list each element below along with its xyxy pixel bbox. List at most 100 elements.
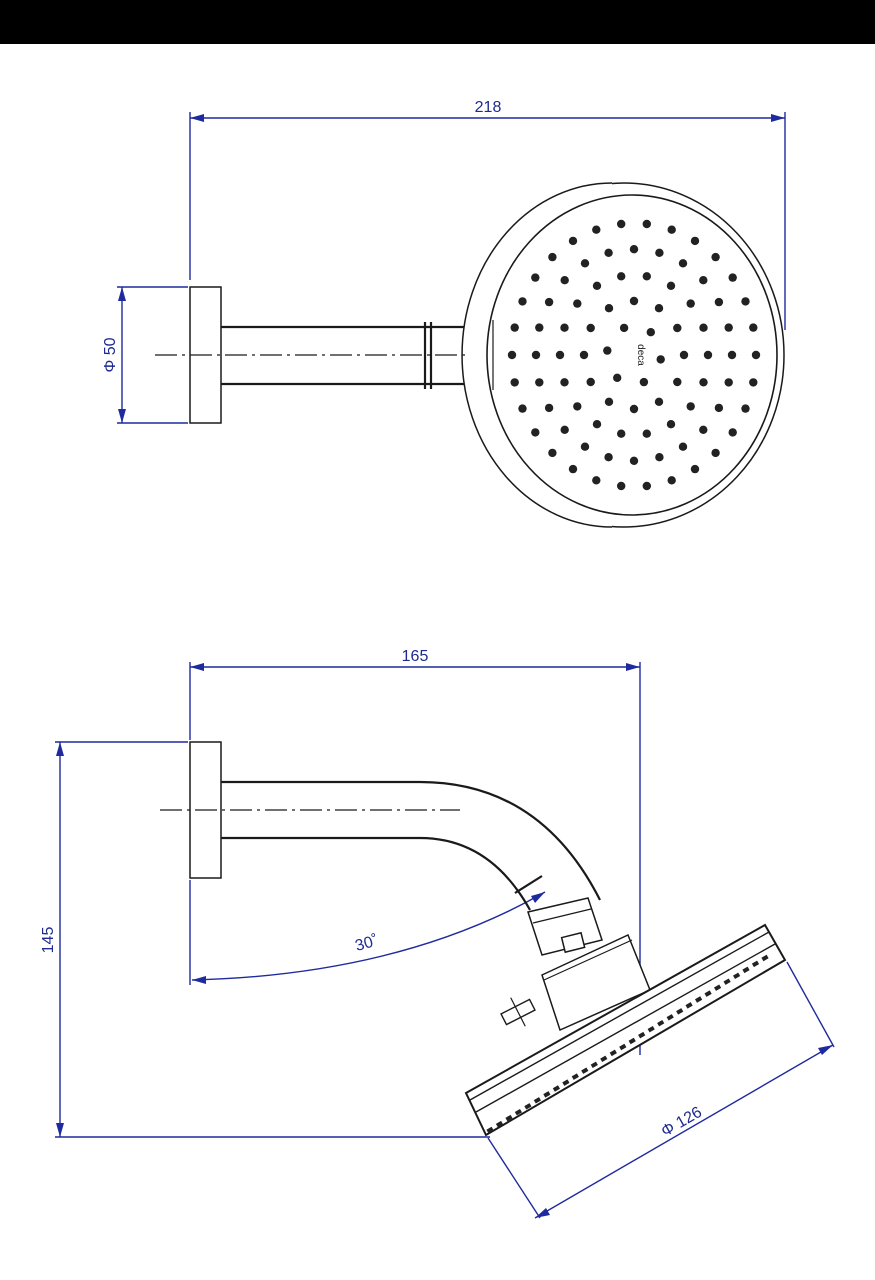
dimension-label-165: 165 bbox=[402, 648, 429, 665]
dimension-label-diameter-50: Φ 50 bbox=[102, 337, 119, 372]
nozzle-dot bbox=[510, 378, 519, 387]
nozzle-dot bbox=[604, 248, 613, 257]
arrowhead bbox=[118, 287, 126, 301]
arrowhead bbox=[192, 976, 206, 984]
arrowhead bbox=[531, 892, 545, 903]
side-nozzle bbox=[600, 1055, 608, 1063]
arrowhead bbox=[190, 663, 204, 671]
nozzle-dot bbox=[573, 402, 582, 411]
arrowhead bbox=[56, 1123, 64, 1137]
nozzle-dot bbox=[629, 296, 639, 306]
nozzle-dot bbox=[560, 378, 569, 387]
side-nozzle bbox=[486, 1126, 494, 1134]
nozzle-dot bbox=[573, 299, 582, 308]
nozzle-dot bbox=[639, 377, 649, 387]
side-nozzle bbox=[704, 990, 712, 997]
nozzle-dot bbox=[642, 219, 651, 229]
nozzle-dot bbox=[560, 425, 569, 434]
side-nozzle bbox=[638, 1031, 646, 1039]
plate-edge-line bbox=[475, 943, 776, 1113]
side-view: 165 145 30˚ bbox=[40, 648, 835, 1219]
nozzle-dot bbox=[535, 323, 544, 332]
nozzle-dot bbox=[714, 403, 724, 413]
angle-label-30: 30˚ bbox=[353, 932, 380, 955]
nozzle-dot bbox=[711, 448, 720, 458]
nozzle-dot bbox=[580, 259, 590, 268]
side-nozzle bbox=[514, 1108, 522, 1116]
nozzle-dot bbox=[666, 281, 676, 290]
nozzle-dot bbox=[613, 373, 622, 382]
side-nozzle bbox=[685, 1002, 693, 1009]
nozzle-dot bbox=[714, 297, 724, 307]
nozzle-dot bbox=[586, 377, 595, 387]
side-nozzle bbox=[647, 1025, 655, 1033]
side-nozzle bbox=[742, 966, 750, 974]
nozzle-dot bbox=[619, 323, 629, 333]
arrowhead bbox=[190, 114, 204, 122]
nozzle-dot bbox=[699, 425, 708, 434]
dimension-label-diameter-126: Φ 126 bbox=[658, 1104, 705, 1141]
nozzle-dot bbox=[568, 236, 578, 246]
side-nozzle bbox=[676, 1008, 684, 1015]
side-nozzle bbox=[761, 954, 769, 962]
side-nozzle bbox=[533, 1097, 541, 1104]
nozzle-dot bbox=[741, 297, 750, 306]
nozzle-dot bbox=[592, 476, 601, 485]
nozzle-dot bbox=[617, 219, 626, 229]
shower-head-face bbox=[486, 194, 778, 516]
nozzle-dot bbox=[560, 323, 569, 332]
shower-head-plate bbox=[464, 923, 787, 1137]
nozzle-dot bbox=[579, 350, 589, 360]
nozzle-dot bbox=[656, 355, 665, 364]
nozzle-dot bbox=[604, 304, 614, 313]
nozzle-dot bbox=[586, 323, 595, 333]
nozzle-dot bbox=[604, 397, 614, 406]
nozzle-dot bbox=[531, 273, 540, 282]
side-nozzle bbox=[562, 1079, 570, 1086]
side-nozzle bbox=[581, 1067, 589, 1074]
nozzle-dot bbox=[667, 476, 676, 485]
top-view: 218 Φ 50 deca bbox=[102, 99, 786, 528]
nozzle-dot bbox=[673, 323, 682, 333]
nozzle-dot bbox=[727, 350, 737, 360]
arrowhead bbox=[771, 114, 785, 122]
extension-line-126-right bbox=[786, 961, 835, 1048]
nozzle-dot bbox=[678, 259, 688, 268]
side-nozzle bbox=[619, 1043, 627, 1051]
centerline-symbol bbox=[500, 997, 536, 1027]
plate-edge-line bbox=[469, 931, 770, 1101]
nozzle-dot bbox=[510, 323, 519, 332]
nozzle-dot bbox=[531, 428, 540, 437]
side-nozzle bbox=[505, 1114, 513, 1122]
nozzle-dot bbox=[724, 323, 733, 332]
side-nozzle bbox=[571, 1073, 579, 1080]
shower-arm-outer-curve bbox=[221, 780, 601, 901]
nozzle-dot bbox=[728, 273, 737, 282]
side-nozzle bbox=[628, 1037, 636, 1045]
dimension-line-126 bbox=[534, 1044, 834, 1219]
nozzle-dot bbox=[560, 276, 569, 285]
nozzle-dot bbox=[699, 276, 708, 285]
nozzle-dot bbox=[548, 448, 557, 458]
arrowhead bbox=[818, 1045, 833, 1055]
arrowhead bbox=[56, 742, 64, 756]
nozzle-dot bbox=[568, 464, 578, 474]
shower-arm-inner-curve bbox=[221, 836, 531, 911]
nozzle-dot bbox=[741, 404, 750, 413]
dimension-label-218: 218 bbox=[475, 99, 502, 116]
nozzle-dot bbox=[507, 350, 517, 360]
nozzle-dot bbox=[629, 456, 639, 465]
side-nozzle bbox=[609, 1049, 617, 1057]
nozzle-dot bbox=[518, 404, 527, 413]
nozzle-dot bbox=[592, 420, 602, 429]
connector-nut bbox=[560, 931, 586, 954]
nozzle-dot bbox=[749, 323, 758, 332]
arm-joint-line bbox=[514, 875, 543, 894]
nozzle-dot bbox=[655, 248, 664, 257]
nozzle-dot bbox=[617, 429, 626, 438]
extension-line-126-left bbox=[487, 1137, 541, 1219]
nozzle-dot bbox=[629, 404, 639, 414]
nozzle-dot bbox=[690, 464, 700, 474]
nozzle-dot bbox=[617, 272, 626, 281]
nozzle-dot bbox=[548, 252, 557, 262]
